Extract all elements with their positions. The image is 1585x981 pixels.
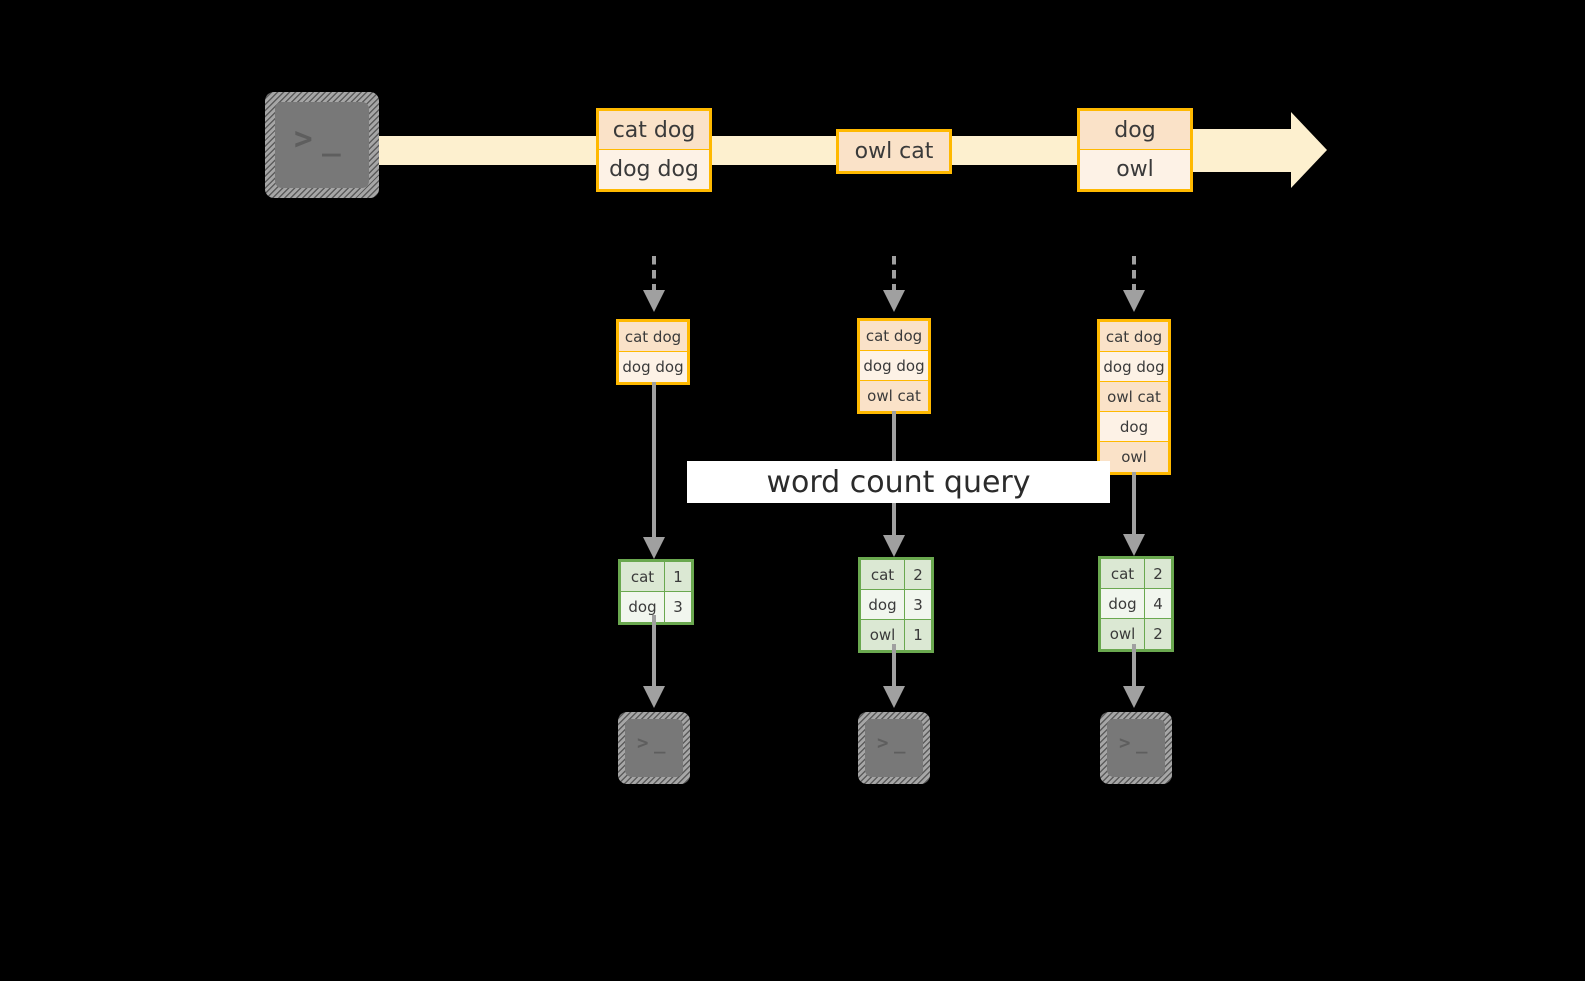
producer-terminal-icon[interactable]: > _ [265, 92, 379, 198]
result-word: cat [861, 560, 905, 589]
input-record: cat dog [619, 322, 687, 352]
table-row: cat 2 [861, 560, 931, 590]
terminal-body [1107, 719, 1165, 777]
result-word: cat [1101, 559, 1145, 588]
terminal-body [625, 719, 683, 777]
input-record: owl cat [1100, 382, 1168, 412]
table-row: dog 3 [861, 590, 931, 620]
output-arrowhead-3 [1123, 686, 1145, 708]
result-word: cat [621, 562, 665, 591]
stream-record-3[interactable]: dog owl [1077, 108, 1193, 192]
terminal-cursor-glyph: _ [894, 732, 906, 754]
snapshot-1-result-table[interactable]: cat 1 dog 3 [618, 559, 694, 625]
record-line: owl cat [839, 132, 949, 171]
feed-connector-2 [892, 256, 896, 292]
result-word: owl [1101, 619, 1145, 649]
snapshot-2-result-table[interactable]: cat 2 dog 3 owl 1 [858, 557, 934, 653]
terminal-cursor-glyph: _ [654, 732, 666, 754]
input-record: owl [1100, 442, 1168, 472]
result-count: 2 [1145, 619, 1171, 649]
input-record: dog [1100, 412, 1168, 442]
input-record: owl cat [860, 381, 928, 411]
record-line: dog dog [599, 150, 709, 189]
input-record: dog dog [619, 352, 687, 382]
feed-arrowhead-2 [883, 290, 905, 312]
terminal-prompt-glyph: > [637, 732, 649, 754]
table-row: dog 4 [1101, 589, 1171, 619]
feed-connector-1 [652, 256, 656, 292]
table-row: cat 1 [621, 562, 691, 592]
stream-arrow-head [1291, 112, 1327, 188]
record-line: dog [1080, 111, 1190, 150]
table-row: dog 3 [621, 592, 691, 622]
feed-arrowhead-1 [643, 290, 665, 312]
table-row: owl 2 [1101, 619, 1171, 649]
terminal-prompt-glyph: > [1119, 732, 1131, 754]
record-line: owl [1080, 150, 1190, 189]
result-count: 1 [665, 562, 691, 591]
query-caption-band: word count query [687, 461, 1110, 503]
terminal-cursor-glyph: _ [322, 121, 342, 157]
input-record: dog dog [860, 351, 928, 381]
consumer-terminal-icon-2[interactable]: > _ [858, 712, 930, 784]
snapshot-2-input-stack[interactable]: cat dog dog dog owl cat [857, 318, 931, 414]
result-count: 1 [905, 620, 931, 650]
snapshot-3-result-table[interactable]: cat 2 dog 4 owl 2 [1098, 556, 1174, 652]
stream-record-1[interactable]: cat dog dog dog [596, 108, 712, 192]
table-row: owl 1 [861, 620, 931, 650]
result-word: dog [861, 590, 905, 619]
result-count: 4 [1145, 589, 1171, 618]
feed-arrowhead-3 [1123, 290, 1145, 312]
table-row: cat 2 [1101, 559, 1171, 589]
query-arrowhead-1 [643, 537, 665, 559]
output-connector-1 [652, 615, 656, 692]
stream-record-2[interactable]: owl cat [836, 129, 952, 174]
terminal-body [865, 719, 923, 777]
result-word: dog [621, 592, 665, 622]
input-record: dog dog [1100, 352, 1168, 382]
query-arrowhead-2 [883, 535, 905, 557]
result-count: 3 [665, 592, 691, 622]
stream-arrow-body-2 [1190, 129, 1292, 172]
terminal-prompt-glyph: > [877, 732, 889, 754]
result-count: 2 [905, 560, 931, 589]
output-connector-3 [1132, 644, 1136, 692]
input-record: cat dog [1100, 322, 1168, 352]
query-arrowhead-3 [1123, 534, 1145, 556]
output-arrowhead-1 [643, 686, 665, 708]
result-count: 2 [1145, 559, 1171, 588]
snapshot-1-input-stack[interactable]: cat dog dog dog [616, 319, 690, 385]
output-connector-2 [892, 644, 896, 692]
snapshot-3-input-stack[interactable]: cat dog dog dog owl cat dog owl [1097, 319, 1171, 475]
input-record: cat dog [860, 321, 928, 351]
consumer-terminal-icon-3[interactable]: > _ [1100, 712, 1172, 784]
terminal-prompt-glyph: > [294, 121, 314, 157]
query-caption-label: word count query [766, 464, 1031, 500]
query-connector-1 [652, 382, 656, 543]
record-line: cat dog [599, 111, 709, 150]
terminal-body [275, 102, 369, 188]
consumer-terminal-icon-1[interactable]: > _ [618, 712, 690, 784]
result-count: 3 [905, 590, 931, 619]
feed-connector-3 [1132, 256, 1136, 292]
result-word: dog [1101, 589, 1145, 618]
result-word: owl [861, 620, 905, 650]
terminal-cursor-glyph: _ [1136, 732, 1148, 754]
output-arrowhead-2 [883, 686, 905, 708]
query-connector-3 [1132, 472, 1136, 540]
